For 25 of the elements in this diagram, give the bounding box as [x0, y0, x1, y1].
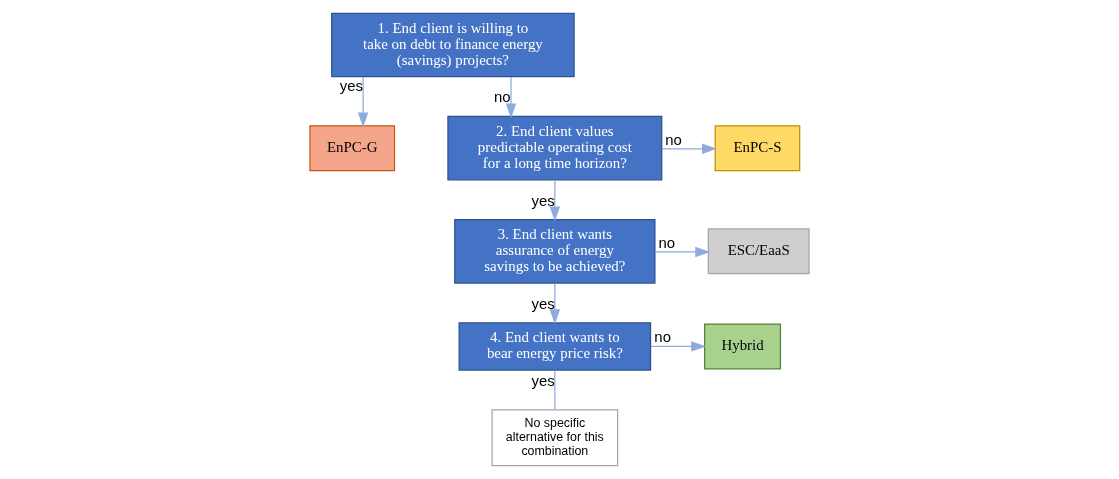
edge-label: no [654, 329, 671, 346]
edge-label: no [658, 234, 676, 251]
arrow [357, 76, 369, 128]
arrow [650, 341, 707, 352]
edge-label: yes [531, 192, 555, 209]
arrow [654, 246, 711, 258]
arrow [549, 282, 561, 325]
arrow [549, 179, 561, 222]
connector [554, 369, 556, 411]
edge-label: no [494, 89, 511, 106]
node-box: ESC/EaaS [707, 228, 810, 275]
edge-label: yes [339, 77, 363, 94]
arrow [661, 143, 717, 154]
edge-label: yes [531, 372, 555, 389]
edge-label: yes [531, 295, 555, 312]
node-box: 4. End client wants to bear energy price risk? [458, 322, 652, 371]
node-box: Hybrid [704, 323, 782, 370]
edge-label: no [665, 131, 682, 148]
node-box: EnPC-G [309, 125, 396, 172]
arrow [505, 76, 517, 119]
node-box: 2. End client values predictable operating cost for a long time horizon? [447, 115, 663, 181]
node-box: 1. End client is willing to take on debt to finance energy (savings) projects? [331, 12, 575, 78]
node-box: EnPC-S [714, 125, 801, 172]
node-box: 3. End client wants assurance of energy savings to be achieved? [454, 219, 656, 284]
node-box: No specific alternative for this combination [491, 409, 619, 467]
